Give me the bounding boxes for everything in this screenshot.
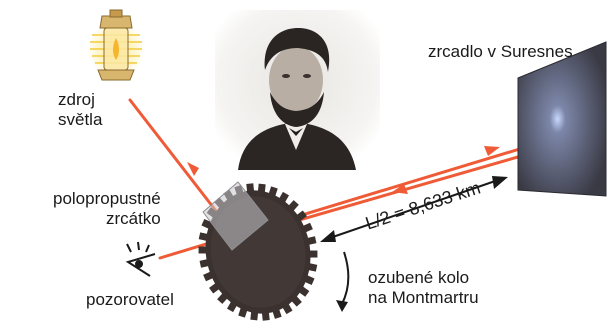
cog-tooth bbox=[309, 250, 318, 258]
mirror-label: zrcadlo v Suresnes bbox=[428, 42, 573, 61]
eye-icon bbox=[125, 241, 156, 277]
lamp-icon bbox=[88, 9, 144, 81]
cog-tooth bbox=[308, 263, 318, 272]
beam-arrow-return bbox=[392, 184, 408, 194]
cog-tooth bbox=[307, 236, 317, 245]
cogwheel bbox=[198, 183, 318, 321]
wheel-label-line1: ozubené kolo bbox=[368, 268, 470, 287]
distant-mirror bbox=[517, 41, 607, 197]
half-mirror-label-line1: polopropustné bbox=[53, 189, 161, 208]
cog-tooth bbox=[257, 183, 266, 193]
portrait bbox=[215, 10, 380, 170]
light-source-label: zdroj světla bbox=[58, 90, 102, 130]
half-mirror bbox=[202, 181, 269, 251]
observer-label: pozorovatel bbox=[86, 290, 174, 309]
rotation-arrow-icon bbox=[336, 251, 350, 312]
light-source-label-line2: světla bbox=[58, 110, 103, 129]
beam-arrow-incident bbox=[187, 162, 199, 176]
beam-arrow-outgoing bbox=[484, 146, 500, 156]
cog-tooth bbox=[261, 312, 270, 321]
cog-tooth bbox=[198, 246, 207, 254]
wheel-label-line2: na Montmartru bbox=[368, 288, 479, 307]
cog-tooth bbox=[198, 232, 208, 241]
half-mirror-label-line2: zrcátko bbox=[105, 209, 161, 228]
distance-arrow bbox=[320, 176, 508, 242]
light-source-label-line1: zdroj bbox=[58, 90, 95, 109]
cog-tooth bbox=[246, 183, 255, 192]
wheel-label: ozubené kolo na Montmartru bbox=[368, 268, 479, 308]
cog-tooth bbox=[250, 311, 259, 321]
cog-tooth bbox=[199, 259, 209, 268]
half-mirror-label: polopropustné zrcátko bbox=[53, 189, 161, 229]
